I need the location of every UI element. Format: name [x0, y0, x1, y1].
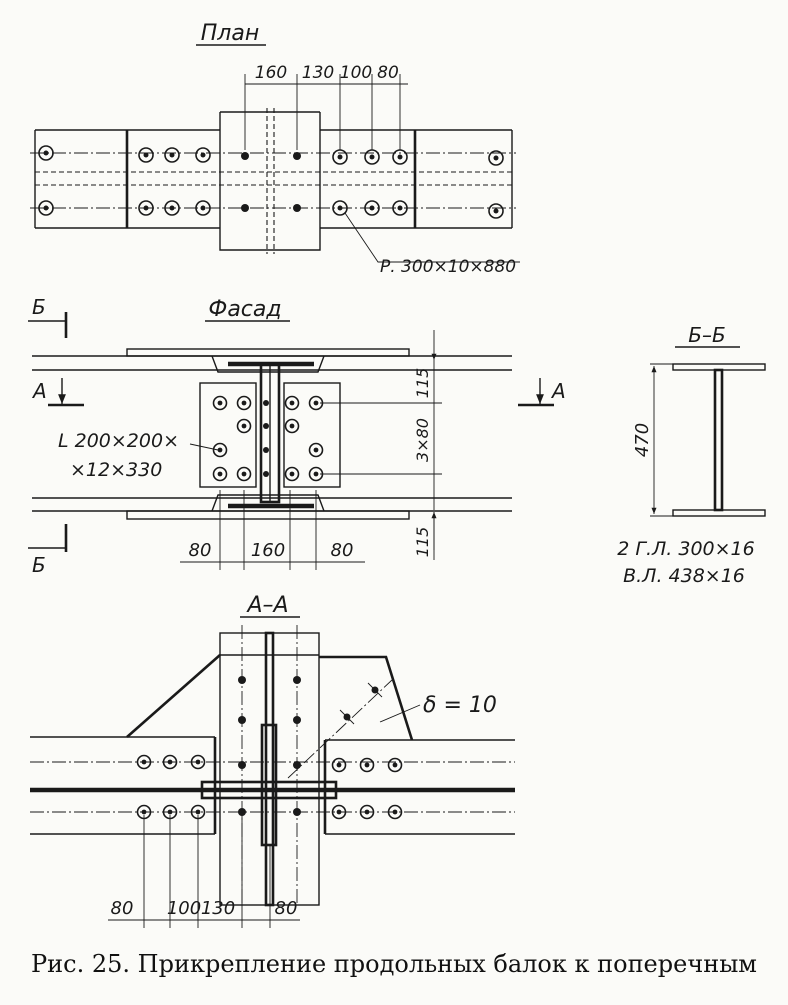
facade-dim-3x80: 3×80 [413, 418, 432, 462]
plan-dim-130: 130 [302, 63, 334, 83]
facade-title: Фасад [208, 297, 281, 322]
facade-dim-115-bottom: 115 [413, 527, 432, 558]
section-aa-dims: 80 100 130 80 [108, 815, 300, 928]
facade-dim-115-top: 115 [413, 368, 432, 399]
section-aa-dim-130: 130 [201, 898, 235, 919]
section-bb-view: Б–Б 470 2 Г.Л. 300×16 В.Л. 438×16 [617, 323, 766, 587]
plan-beam [30, 129, 516, 229]
plan-cross-beam [219, 108, 321, 254]
section-mark-b-top: Б [32, 295, 46, 319]
facade-angle-label-2: ×12×330 [70, 459, 162, 481]
plan-dim-160: 160 [255, 63, 287, 83]
section-aa-dim-100: 100 [167, 898, 201, 919]
section-bb-flanges: 2 Г.Л. 300×16 [617, 538, 754, 560]
section-aa-beams [30, 723, 515, 847]
section-aa-columns [219, 625, 320, 907]
section-aa-dim-80-left: 80 [111, 898, 134, 919]
facade-dim-80-right: 80 [331, 540, 354, 561]
facade-vertical-dims: 115 3×80 115 [320, 330, 442, 560]
section-aa-bolts [136, 676, 403, 820]
plan-dim-100: 100 [340, 63, 372, 83]
facade-dim-80-left: 80 [189, 540, 212, 561]
facade-angle-label-1: L 200×200× [58, 430, 179, 452]
section-aa-view: А–А [30, 593, 515, 928]
figure-caption: Рис. 25. Прикрепление продольных балок к… [31, 950, 757, 978]
plan-bolts [38, 145, 504, 219]
section-bb-title: Б–Б [688, 323, 725, 347]
plan-plate-label: Р. 300×10×880 [380, 257, 516, 277]
plan-dim-80: 80 [377, 63, 399, 83]
plan-title: План [201, 21, 259, 46]
section-aa-delta: δ = 10 [423, 693, 497, 718]
facade-angles [199, 362, 341, 504]
facade-bolts [212, 395, 324, 482]
plan-view: План 160 130 100 80 [30, 21, 520, 277]
section-mark-b-bottom: Б [32, 553, 46, 577]
section-aa-title: А–А [245, 593, 288, 618]
facade-dim-160: 160 [251, 540, 285, 561]
section-aa-dim-80-right: 80 [275, 898, 298, 919]
facade-bottom-dims: 80 160 80 [180, 490, 365, 570]
section-mark-a-right: А [550, 379, 566, 403]
plan-dimension-chain: 160 130 100 80 [244, 63, 408, 150]
facade-view: Фасад Б Б А А [28, 295, 566, 577]
section-mark-a-left: А [31, 379, 47, 403]
section-bb-height: 470 [632, 423, 653, 457]
section-bb-web: В.Л. 438×16 [623, 565, 745, 587]
